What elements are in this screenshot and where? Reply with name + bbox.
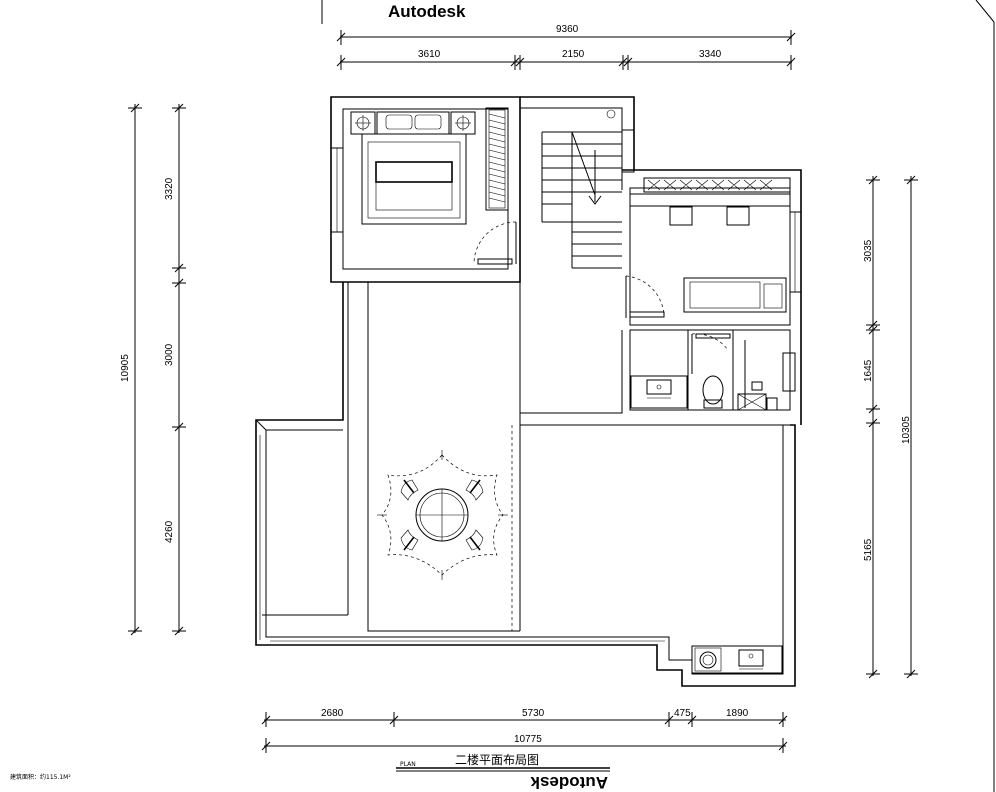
round-dining-table: [377, 450, 508, 580]
dim-left-seg-3: 4260: [164, 520, 175, 543]
staircase: [541, 109, 622, 269]
dim-top-seg-1: 3610: [418, 49, 441, 60]
dim-right-seg-1: 3035: [863, 239, 874, 262]
left-dimension-lines: [128, 103, 186, 636]
dim-left-seg-1: 3320: [164, 177, 175, 200]
bathrooms: [630, 333, 778, 411]
plan-tag: PLAN: [400, 761, 416, 768]
area-note: 建筑面积：约115.1M²: [10, 773, 71, 781]
dim-bottom-seg-4: 1890: [726, 708, 749, 719]
watermark-bottom: Autodesk: [530, 773, 608, 792]
dim-right-total: 10305: [901, 416, 912, 444]
dim-bottom-seg-3: 475: [674, 708, 691, 719]
watermark-top: Autodesk: [388, 2, 466, 21]
dim-bottom-total: 10775: [514, 734, 542, 745]
top-dimension-lines: [336, 30, 796, 70]
dim-bottom-seg-2: 5730: [522, 708, 545, 719]
dim-bottom-seg-1: 2680: [321, 708, 344, 719]
bottom-dimension-lines: [261, 712, 788, 753]
dim-left-total: 10905: [120, 354, 131, 382]
exterior-walls: [255, 96, 802, 687]
dim-top-seg-2: 2150: [562, 49, 585, 60]
bedroom: [350, 107, 517, 265]
study-room: [625, 177, 791, 318]
dim-right-seg-3: 5165: [863, 538, 874, 561]
right-dimension-lines: [866, 175, 918, 679]
dim-right-seg-2: 1645: [863, 359, 874, 382]
dim-left-seg-2: 3000: [164, 343, 175, 366]
dim-top-total: 9360: [556, 24, 579, 35]
dim-top-seg-3: 3340: [699, 49, 722, 60]
terrace-counter: [691, 645, 783, 674]
drawing-title: 二楼平面布局图: [455, 752, 539, 767]
